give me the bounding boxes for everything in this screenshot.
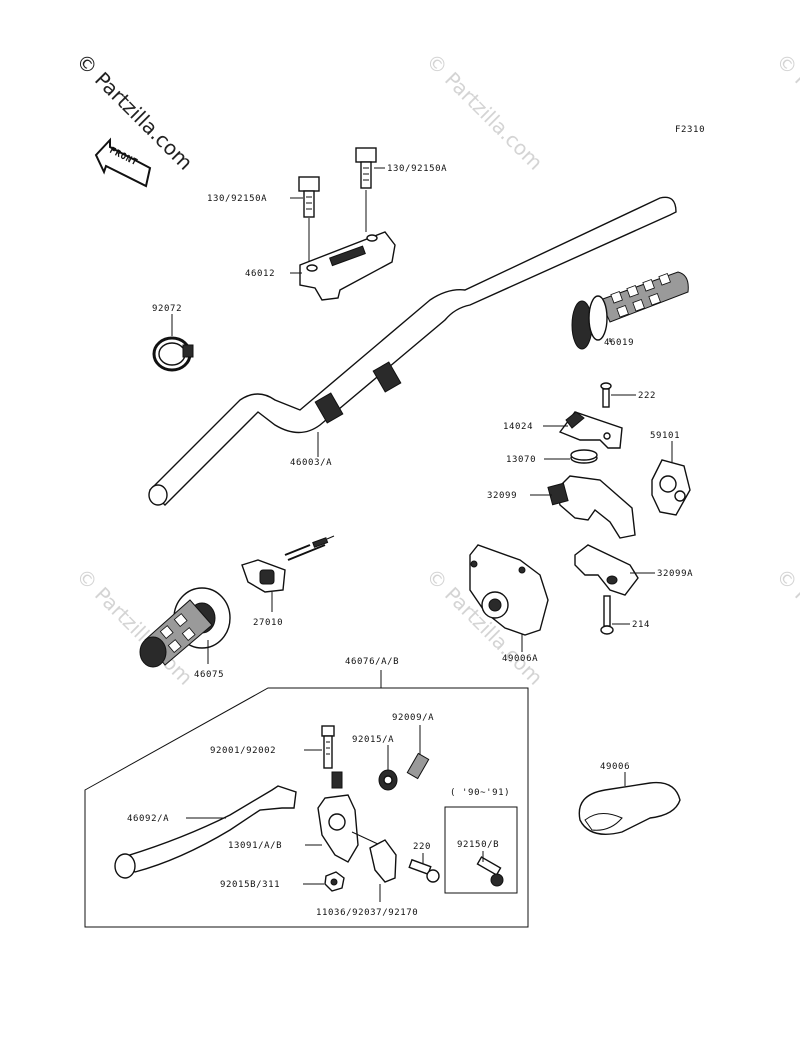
- label-214: 214: [632, 620, 650, 630]
- screw-220-part: [408, 853, 440, 883]
- part-59101: [651, 441, 691, 516]
- label-46075: 46075: [194, 670, 224, 680]
- label-59101: 59101: [650, 431, 680, 441]
- label-92001: 92001/92002: [210, 746, 276, 756]
- label-92015: 92015/A: [352, 735, 394, 745]
- year-range-label: ( '90~'91): [450, 788, 510, 798]
- label-46003: 46003/A: [290, 458, 332, 468]
- label-46019: 46019: [604, 338, 634, 348]
- label-27010: 27010: [253, 618, 283, 628]
- throttle-housing-upper-part: [530, 475, 636, 539]
- lever-holder-part: [305, 771, 381, 863]
- label-49006a: 49006A: [502, 654, 538, 664]
- label-13070: 13070: [506, 455, 536, 465]
- label-46012: 46012: [245, 269, 275, 279]
- label-92072: 92072: [152, 304, 182, 314]
- label-220: 220: [413, 842, 431, 852]
- label-14024: 14024: [503, 422, 533, 432]
- label-46092: 46092/A: [127, 814, 169, 824]
- watermark: © Partzilla.com: [771, 564, 800, 690]
- clutch-lever-part: [114, 785, 297, 879]
- washer-13070-part: [544, 449, 598, 464]
- nut-92015b-part: [303, 871, 345, 892]
- lever-assembly-box: [84, 687, 529, 928]
- screw-222-part: [600, 382, 636, 408]
- watermark: © Partzilla.com: [771, 49, 800, 175]
- label-49006: 49006: [600, 762, 630, 772]
- handlebar-part: [148, 196, 677, 506]
- adjuster-92009-part: [406, 725, 430, 780]
- year-range-box: [444, 806, 518, 894]
- cover-49006a-part: [469, 544, 549, 652]
- label-92015b: 92015B/311: [220, 880, 280, 890]
- screw-214-part: [600, 595, 630, 635]
- label-130-right: 130/92150A: [387, 164, 447, 174]
- clamp-bolt-left: [290, 176, 320, 218]
- handlebar-clamp-part: [290, 231, 396, 301]
- label-32099: 32099: [487, 491, 517, 501]
- screw-92150b-part: [476, 851, 504, 887]
- front-arrow-icon: FRONT: [94, 137, 152, 188]
- label-13091: 13091/A/B: [228, 841, 282, 851]
- label-92150b: 92150/B: [457, 840, 499, 850]
- switch-27010-part: [241, 535, 335, 612]
- label-32099a: 32099A: [657, 569, 693, 579]
- clamp-bolt-right: [355, 147, 385, 189]
- pivot-bolt-part: [304, 725, 335, 769]
- band-clip-part: [152, 314, 194, 372]
- locknut-92015-part: [378, 745, 398, 791]
- label-130-left: 130/92150A: [207, 194, 267, 204]
- label-46076: 46076/A/B: [345, 657, 399, 667]
- watermark: © Partzilla.com: [421, 49, 547, 175]
- watermark-main: © Partzilla.com: [71, 49, 197, 175]
- figure-code: F2310: [675, 125, 705, 135]
- label-92009: 92009/A: [392, 713, 434, 723]
- throttle-housing-lower-part: [574, 544, 655, 596]
- left-grip-part: [139, 587, 231, 668]
- throttle-grip-part: [571, 271, 689, 350]
- label-11036: 11036/92037/92170: [316, 908, 418, 918]
- cover-14024-part: [543, 411, 623, 449]
- cover-49006-part: [578, 772, 681, 835]
- lever-clamp-part: [369, 839, 397, 902]
- label-222: 222: [638, 391, 656, 401]
